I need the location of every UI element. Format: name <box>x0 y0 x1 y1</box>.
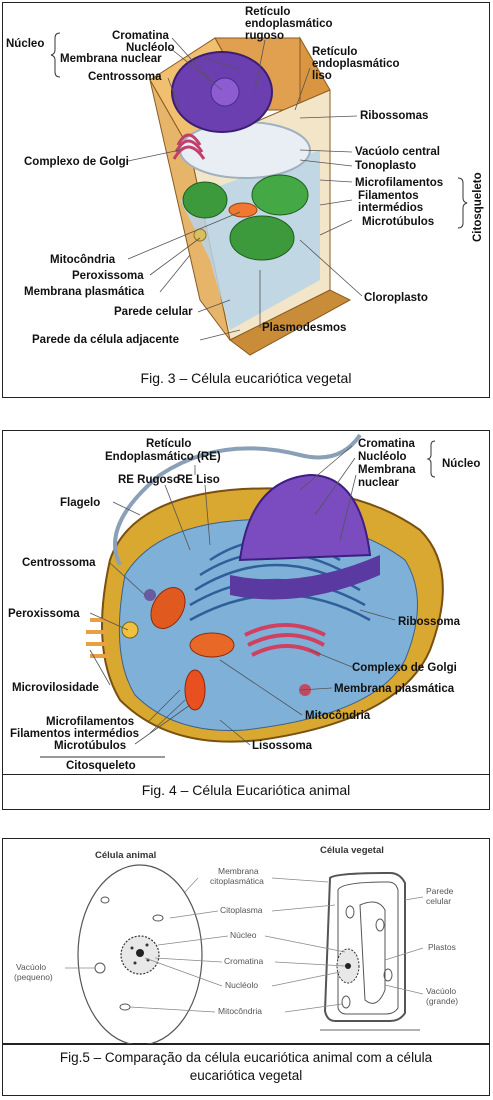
chloroplast-3 <box>229 215 295 261</box>
plant-golgi <box>172 133 206 160</box>
fig4-label-re-liso: RE Liso <box>177 474 220 486</box>
large-vacuole-sketch <box>359 901 386 1004</box>
fig3-label-re-liso-1: Retículo <box>312 46 358 58</box>
fig4-label-peroxissoma: Peroxissoma <box>8 608 80 620</box>
fig3-label-re-liso-3: liso <box>312 70 332 82</box>
fig5-caption-2: eucariótica vegetal <box>189 1068 303 1083</box>
fig3-label-parede-celular: Parede celular <box>114 306 193 318</box>
flagellum <box>113 433 362 566</box>
chloroplast-2 <box>251 174 309 216</box>
fig4-label-nucleolo: Nucléolo <box>358 451 407 463</box>
animal-nucleus <box>238 473 372 562</box>
fig3-label-membrana-nuclear: Membrana nuclear <box>60 53 162 65</box>
fig5-label-membrana-1: Membrana <box>218 866 259 876</box>
fig3-label-golgi: Complexo de Golgi <box>24 156 129 168</box>
fig4-label-membrana-1: Membrana <box>358 464 416 476</box>
fig5-label-vacuolo-a-1: Vacúolo <box>16 962 47 972</box>
fig3-label-cloroplasto: Cloroplasto <box>364 292 428 304</box>
fig3-label-re-rugoso-2: endoplasmático <box>245 18 333 30</box>
fig3-label-nucleo: Núcleo <box>6 38 45 50</box>
fig3-label-parede-adjacente: Parede da célula adjacente <box>32 334 180 346</box>
fig4-label-re-2: Endoplasmático (RE) <box>105 451 221 463</box>
fig3-label-membrana-plasmatica: Membrana plasmática <box>24 286 145 298</box>
fig4-label-ribossoma: Ribossoma <box>398 616 460 628</box>
fig3-label-ribossomas: Ribossomas <box>360 110 429 122</box>
fig3-label-mitocondria: Mitocôndria <box>50 254 116 266</box>
fig5-label-nucleolo: Nucléolo <box>225 980 259 990</box>
fig4-label-re-1: Retículo <box>146 438 192 450</box>
chloroplast-1 <box>182 181 228 219</box>
fig5-caption-box <box>2 1044 490 1096</box>
fig4-label-membrana-2: nuclear <box>358 477 399 489</box>
plant-cell-sketch <box>323 871 406 1022</box>
fig4-label-re-rugoso: RE Rugoso <box>118 474 180 486</box>
fig4-caption-box <box>2 774 490 810</box>
fig3-label-cromatina: Cromatina <box>112 30 169 42</box>
fig5-label-vacuolo-v-2: (grande) <box>426 996 459 1006</box>
fig3-label-centrossoma: Centrossoma <box>88 71 162 83</box>
fig3-label-microfilamentos: Microfilamentos <box>355 177 444 189</box>
animal-peroxisome <box>121 621 139 639</box>
small-vacuole-sketch <box>94 962 106 974</box>
fig5-label-parede-1: Parede <box>426 886 454 896</box>
fig4-label-golgi: Complexo de Golgi <box>352 662 457 674</box>
fig5-label-citoplasma: Citoplasma <box>220 905 263 915</box>
fig3-label-plasmodesmos: Plasmodesmos <box>262 322 347 334</box>
fig4-caption: Fig. 4 – Célula Eucariótica animal <box>141 782 351 798</box>
plant-nucleolus <box>210 77 240 107</box>
fig4-label-lisossoma: Lisossoma <box>252 740 313 752</box>
fig3-label-tonoplasto: Tonoplasto <box>355 160 417 172</box>
fig3-label-re-liso-2: endoplasmático <box>312 58 400 70</box>
fig4-label-flagelo: Flagelo <box>60 497 101 509</box>
fig4-label-microvilosidade: Microvilosidade <box>12 682 99 694</box>
fig4-label-membrana-plasmatica: Membrana plasmática <box>334 683 455 695</box>
animal-mitochondrion-1 <box>150 587 186 629</box>
fig3-label-nucleolo: Nucléolo <box>126 42 175 54</box>
fig5-label-cromatina: Cromatina <box>224 956 264 966</box>
fig5-label-celula-animal: Célula animal <box>95 850 157 861</box>
animal-centrosome <box>144 589 156 601</box>
fig5-panel <box>2 838 490 1044</box>
fig3-label-microtubulos: Microtúbulos <box>362 216 435 228</box>
fig5-caption-1: Fig.5 – Comparação da célula eucariótica… <box>59 1050 433 1065</box>
fig4-label-mitocondria: Mitocôndria <box>305 710 371 722</box>
animal-golgi <box>244 623 326 657</box>
fig3-label-peroxissoma: Peroxissoma <box>72 270 144 282</box>
fig5-label-mitocondria: Mitocôndria <box>218 1006 262 1016</box>
fig5-label-nucleo: Núcleo <box>230 930 257 940</box>
fig3-label-filamentos-1: Filamentos <box>358 190 419 202</box>
fig5-label-membrana-2: citoplasmática <box>210 876 264 886</box>
fig3-label-re-rugoso-3: rugoso <box>245 30 284 42</box>
fig4-label-microfilamentos: Microfilamentos <box>46 716 135 728</box>
fig4-label-citosqueleto: Citosqueleto <box>66 760 136 772</box>
fig3-label-vacuolo: Vacúolo central <box>355 146 441 158</box>
fig5-label-vacuolo-v-1: Vacúolo <box>426 986 457 996</box>
fig4-label-nucleo: Núcleo <box>442 458 481 470</box>
fig4-label-microtubulos: Microtúbulos <box>54 740 127 752</box>
fig3-caption: Fig. 3 – Célula eucariótica vegetal <box>140 370 352 386</box>
fig5-label-celula-vegetal: Célula vegetal <box>320 845 384 856</box>
fig4-label-cromatina: Cromatina <box>358 438 415 450</box>
fig3-label-filamentos-2: intermédios <box>358 202 424 214</box>
fig4-label-centrossoma: Centrossoma <box>22 557 96 569</box>
fig5-label-parede-2: celular <box>426 896 452 906</box>
fig3-label-re-rugoso-1: Retículo <box>245 6 291 18</box>
fig5-label-plastos: Plastos <box>428 942 456 952</box>
fig4-label-filamentos: Filamentos intermédios <box>10 728 140 740</box>
animal-mitochondrion-2 <box>189 632 235 658</box>
fig5-label-vacuolo-a-2: (pequeno) <box>14 972 53 982</box>
